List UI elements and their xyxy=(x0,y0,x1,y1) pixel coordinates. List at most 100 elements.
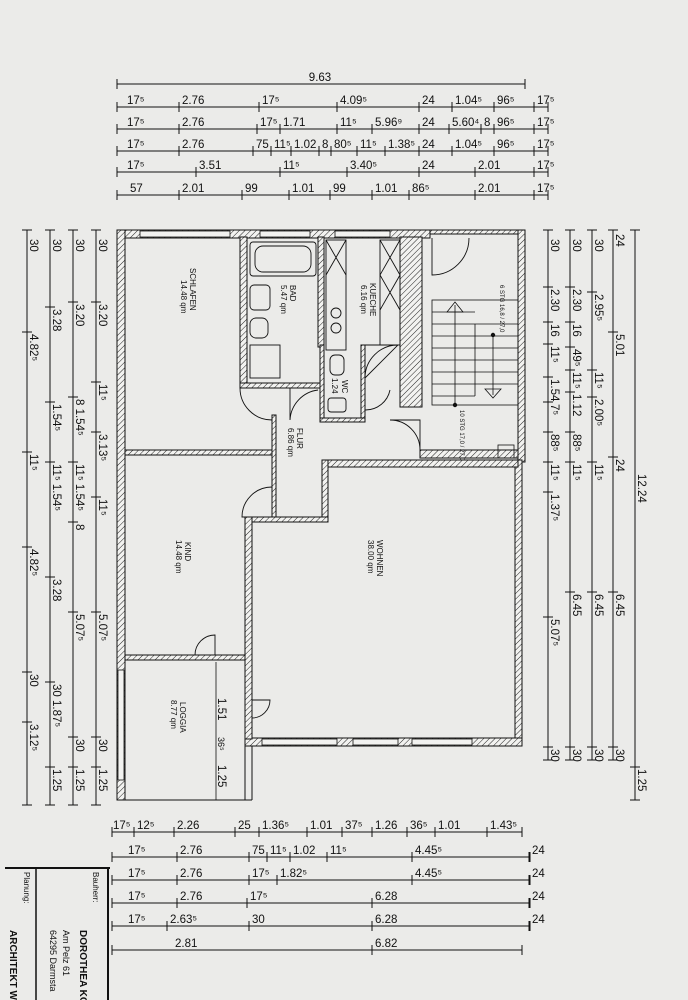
architect-name: ARCHITEKT W xyxy=(7,930,18,1000)
room-loggia-area: 8.77 qm xyxy=(169,700,178,729)
dimension-label: 6.45 xyxy=(613,594,625,616)
dimension-label: 17⁵ xyxy=(537,139,555,151)
dimension-label: 3.51 xyxy=(199,160,221,172)
loggia-dim-2: 36⁵ xyxy=(216,737,226,751)
dimension-label: 2.01 xyxy=(478,183,500,195)
dimension-label: 3.13⁵ xyxy=(96,434,108,461)
dimension-label: 2.26 xyxy=(177,820,199,832)
dimension-label: 4.82⁵ xyxy=(27,549,39,576)
dimension-label: 6.28 xyxy=(375,891,397,903)
dimension-label: 24 xyxy=(532,845,545,857)
loggia-dim-3: 1.25 xyxy=(215,765,227,787)
staircase xyxy=(431,299,519,459)
dimension-label: 5.60⁴ xyxy=(452,117,479,129)
wc-south-wall xyxy=(319,417,366,423)
door-loggia-wohnen xyxy=(251,699,271,719)
dimension-label: 3.28 xyxy=(50,309,62,331)
room-wohnen-name: WOHNEN xyxy=(375,540,384,577)
dimension-label: 6.45 xyxy=(592,594,604,616)
dimension-label: 30 xyxy=(613,749,625,762)
dimension-label: 30 xyxy=(592,239,604,252)
east-wall xyxy=(514,459,523,746)
dimension-label: 86⁵ xyxy=(412,183,430,195)
room-loggia-name: LOGGIA xyxy=(178,702,187,733)
dimension-label: 1.25 xyxy=(635,769,647,791)
dimension-label: 17⁵ xyxy=(128,914,146,926)
dimension-label: 11⁵ xyxy=(548,464,560,481)
dimension-label: 3.20 xyxy=(96,304,108,326)
dimension-label: 6.45 xyxy=(570,594,582,616)
bad-kueche-wall xyxy=(317,236,325,348)
planning-label: Planung: xyxy=(22,872,31,904)
fixtures xyxy=(249,239,401,413)
dimension-label: 96⁵ xyxy=(497,139,515,151)
dimension-label: 30 1.87⁵ xyxy=(50,684,62,727)
dimension-label: 12.24 xyxy=(635,474,647,503)
room-kueche-name: KUECHE xyxy=(368,283,377,316)
dimension-label: 24 xyxy=(422,95,435,107)
room-kind-area: 14.48 qm xyxy=(174,540,183,574)
dimension-label: 11⁵ 1.54⁵ xyxy=(50,464,62,511)
room-schlafen-name: SCHLAFEN xyxy=(188,268,197,311)
room-wc-name: WC xyxy=(340,380,349,394)
dimension-label: 17⁵ xyxy=(128,891,146,903)
dimension-label: 17⁵ xyxy=(127,160,145,172)
dimension-label: 5.01 xyxy=(613,334,625,356)
dimension-label: 24 xyxy=(422,160,435,172)
door-stair xyxy=(431,237,470,276)
dimension-label: 6.28 xyxy=(375,914,397,926)
loggia-dimension: 1.51 36⁵ 1.25 xyxy=(215,662,227,800)
dimension-label: 88⁵ xyxy=(548,434,560,452)
stair-label-upper: 6 STG 16,8 / 27,0 xyxy=(498,285,504,333)
dimension-label: 1.01 xyxy=(310,820,332,832)
kitchen-cabinets xyxy=(379,239,401,346)
dimension-label: 11⁵ xyxy=(570,464,582,481)
dimension-label: 88⁵ xyxy=(570,434,582,452)
dimension-label: 30 xyxy=(73,739,85,752)
bathtub xyxy=(249,241,317,277)
dimension-label: 1.01 xyxy=(375,183,397,195)
title-block: Bauherr: DOROTHEA KC Am Pelz 61 64295 Da… xyxy=(5,867,110,1000)
dimension-label: 11⁵ xyxy=(270,845,287,857)
dimension-label: 1.37⁵ xyxy=(548,494,560,521)
loggia-dim-1: 1.51 xyxy=(215,698,227,720)
dimension-label: 96⁵ xyxy=(497,95,515,107)
door-schlafen xyxy=(239,387,273,421)
dimension-label: 30 xyxy=(27,239,39,252)
dimension-label: 11⁵ xyxy=(27,454,39,471)
dimension-label: 8 1.54⁵ xyxy=(73,399,85,436)
dimension-label: 4.45⁵ xyxy=(415,868,442,880)
dimension-label: 2.76 xyxy=(180,845,202,857)
dimension-label: 30 xyxy=(570,749,582,762)
dimension-label: 1.54 xyxy=(548,379,560,402)
dimension-label: 3.12⁵ xyxy=(27,724,39,751)
kitchen-counter xyxy=(325,239,347,351)
stair-east-wall xyxy=(517,229,526,463)
dimension-label: 17⁵ xyxy=(113,820,131,832)
dimension-label: 7⁵ xyxy=(548,404,560,415)
windows xyxy=(117,230,473,781)
dimension-label: 9.63 xyxy=(309,72,331,84)
dimension-label: 30 xyxy=(96,239,108,252)
client-name: DOROTHEA KC xyxy=(77,930,88,1000)
dimension-label: 24 xyxy=(613,459,625,472)
dimension-label: 4.82⁵ xyxy=(27,334,39,361)
wc-west-wall xyxy=(319,344,325,421)
dimension-label: 30 xyxy=(570,239,582,252)
dimension-label: 2.76 xyxy=(180,891,202,903)
dimension-label: 11⁵ xyxy=(283,160,300,172)
dimension-label: 12⁵ xyxy=(137,820,155,832)
dimension-label: 24 xyxy=(532,914,545,926)
dimension-label: 99 xyxy=(333,183,346,195)
dimension-label: 8 xyxy=(73,524,85,530)
dimension-label: 30 xyxy=(27,674,39,687)
room-bad-area: 5.47 qm xyxy=(279,285,288,314)
stair-label-lower: 10 STG 17,0 / 27,0 xyxy=(458,410,464,461)
dimension-label: 2.01 xyxy=(478,160,500,172)
room-wc-area: 1.24 xyxy=(330,378,339,394)
dimension-label: 5.96⁹ xyxy=(375,117,402,129)
room-flur-name: FLUR xyxy=(295,428,304,449)
